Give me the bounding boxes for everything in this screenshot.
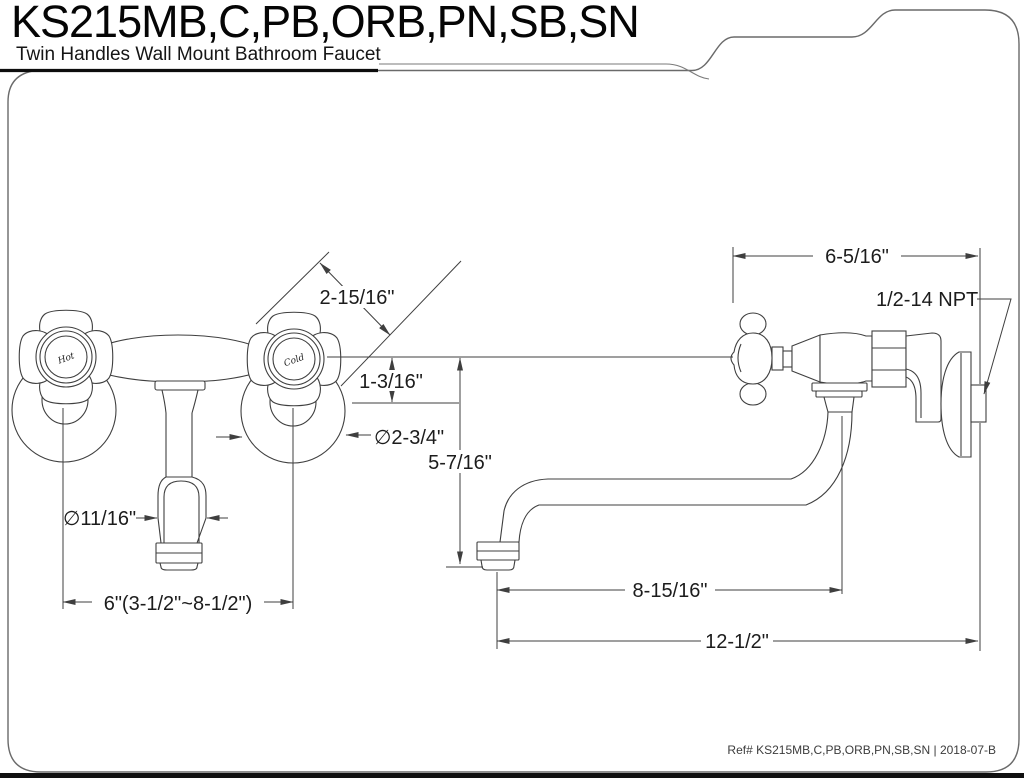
- dimension-annotations: 2-15/16" 1-3/16" ∅2-3/4" ∅11/16" 6"(3-1/…: [62, 245, 1012, 653]
- sheet-border: [0, 9, 1020, 773]
- wall-plate: [940, 351, 972, 458]
- page-subtitle: Twin Handles Wall Mount Bathroom Faucet: [16, 44, 381, 65]
- dim-body-drop: 1-3/16": [359, 371, 423, 393]
- dim-center-spread: 6"(3-1/2"~8-1/2"): [104, 593, 253, 615]
- side-view: [476, 312, 987, 571]
- front-view: Hot Cold: [11, 309, 346, 571]
- page-title: KS215MB,C,PB,ORB,PN,SB,SN: [11, 0, 640, 47]
- dim-escutcheon-diameter: ∅2-3/4": [374, 427, 444, 449]
- hex-nut: [871, 330, 907, 388]
- dim-thread-spec: 1/2-14 NPT: [876, 289, 978, 311]
- side-spout: [499, 411, 853, 543]
- dim-spout-width: ∅11/16": [63, 508, 136, 530]
- dim-overall-depth: 12-1/2": [705, 631, 769, 653]
- dim-spout-drop: 5-7/16": [428, 452, 492, 474]
- dim-spout-reach: 8-15/16": [633, 580, 708, 602]
- side-handle: [730, 312, 773, 406]
- dim-handle-diagonal: 2-15/16": [320, 287, 395, 309]
- bottom-edge-bar: [0, 773, 1024, 778]
- title-swoosh-line: [379, 63, 710, 80]
- hot-handle: Hot: [18, 309, 114, 405]
- reference-number: Ref# KS215MB,C,PB,ORB,PN,SB,SN | 2018-07…: [727, 743, 996, 757]
- faucet-body: [87, 334, 269, 383]
- valve-body: [819, 332, 873, 385]
- dim-handle-to-wall: 6-5/16": [825, 246, 889, 268]
- wall-bracket: [905, 332, 942, 423]
- cold-handle: Cold: [246, 311, 342, 407]
- npt-nipple: [970, 384, 987, 423]
